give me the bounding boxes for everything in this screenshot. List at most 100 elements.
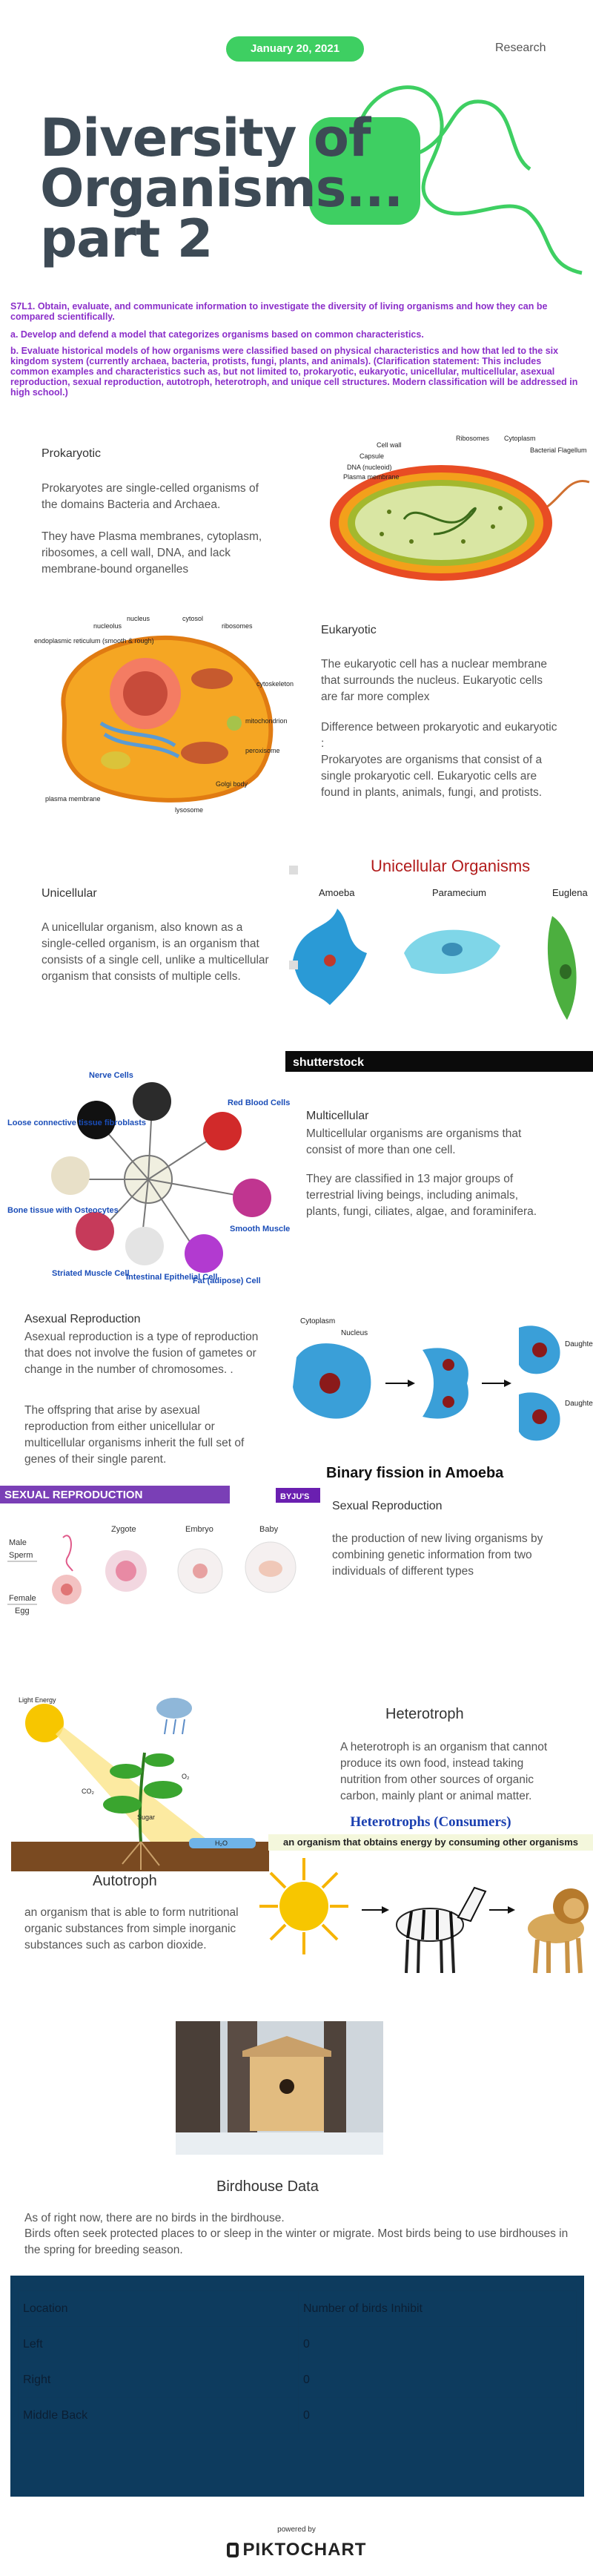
shutterstock-watermark: shutterstock — [293, 1056, 364, 1069]
label-cytosol: cytosol — [182, 615, 203, 622]
standard-b: b. Evaluate historical models of how org… — [10, 346, 578, 398]
label-male: Male — [9, 1538, 27, 1547]
eukaryotic-text-3: Prokaryotes are organisms that consist o… — [321, 754, 543, 799]
multicellular-cells-diagram: Nerve Cells Loose connective tissue fibr… — [7, 1071, 290, 1285]
birdhouse-text-1: As of right now, there are no birds in t… — [24, 2212, 285, 2224]
binary-fission-diagram: Cytoplasm Nucleus Daughter Daughter Bina… — [293, 1317, 593, 1481]
heterotroph-banner-title: Heterotrophs (Consumers) — [350, 1814, 511, 1830]
prokaryotic-cell-diagram: Cell wall Capsule DNA (nucleoid) Plasma … — [330, 435, 590, 581]
label-sugar: Sugar — [137, 1814, 155, 1821]
label-cytoskeleton: cytoskeleton — [256, 680, 294, 688]
label-female: Female — [9, 1594, 36, 1603]
label-loose-connective: Loose connective tissue fibroblasts — [7, 1119, 146, 1127]
label-striated-muscle: Striated Muscle Cell — [52, 1269, 130, 1278]
page-title: Diversity of Organisms... part 2 — [40, 108, 425, 269]
table-header-row: Location Number of birds Inhibit — [18, 2290, 577, 2327]
asexual-text-2: The offspring that arise by asexual repr… — [24, 1404, 245, 1466]
heterotroph-banner-strip: an organism that obtains energy by consu… — [268, 1834, 593, 1851]
label-capsule: Capsule — [360, 452, 384, 460]
euglena-label: Euglena — [552, 887, 588, 898]
label-dna: DNA (nucleoid) — [347, 464, 392, 471]
label-nerve-cells: Nerve Cells — [89, 1071, 133, 1080]
birdhouse-heading: Birdhouse Data — [216, 2178, 319, 2195]
asexual-heading: Asexual Reproduction — [24, 1313, 141, 1325]
prokaryotic-text-1: Prokaryotes are single-celled organisms … — [42, 482, 259, 511]
table-row: Middle Back 0 — [18, 2397, 577, 2434]
label-h2o: H₂O — [215, 1839, 228, 1847]
standard-s7l1: S7L1. Obtain, evaluate, and communicate … — [10, 301, 548, 322]
label-mitochondrion: mitochondrion — [245, 717, 288, 725]
label-co2: CO₂ — [82, 1788, 95, 1795]
label-er: endoplasmic reticulum (smooth & rough) — [34, 637, 154, 645]
research-link[interactable]: Research — [495, 42, 546, 54]
table-cell-count: 0 — [298, 2397, 577, 2434]
label-light-energy: Light Energy — [19, 1696, 56, 1704]
label-daughter-1: Daughter — [565, 1340, 593, 1348]
prokaryotic-text-2: They have Plasma membranes, cytoplasm, r… — [42, 530, 262, 576]
sexual-reproduction-image: SEXUAL REPRODUCTION BYJU'S Male Sperm Zy… — [0, 1486, 330, 1633]
paramecium-label: Paramecium — [432, 887, 486, 898]
label-cytoplasm: Cytoplasm — [504, 435, 536, 442]
powered-by-text: powered by — [277, 2526, 316, 2534]
table-row: Right 0 — [18, 2362, 577, 2398]
standard-a: a. Develop and defend a model that categ… — [10, 329, 424, 340]
title-line-3: part 2 — [40, 208, 213, 269]
autotroph-heading: Autotroph — [93, 1873, 157, 1889]
decorative-green-shape — [309, 85, 583, 275]
multicellular-heading: Multicellular — [306, 1110, 369, 1122]
byjus-logo: BYJU'S — [280, 1492, 309, 1501]
piktochart-logo[interactable]: PIKTOCHART — [0, 2540, 593, 2560]
table-header-location: Location — [18, 2290, 299, 2327]
label-golgi: Golgi body — [216, 780, 248, 788]
sun-zebra-lion-image — [259, 1858, 589, 1974]
label-bone-tissue: Bone tissue with Osteocytes — [7, 1206, 119, 1215]
heterotroph-heading: Heterotroph — [385, 1706, 464, 1722]
sexual-heading: Sexual Reproduction — [332, 1500, 443, 1512]
label-nucleus: nucleus — [127, 615, 150, 622]
autotroph-text: an organism that is able to form nutriti… — [24, 1906, 239, 1951]
multicellular-text-2: They are classified in 13 major groups o… — [306, 1173, 537, 1218]
asexual-text-1: Asexual reproduction is a type of reprod… — [24, 1331, 259, 1376]
label-plasma-membrane: Plasma membrane — [343, 473, 400, 481]
label-sperm: Sperm — [9, 1551, 33, 1560]
birdhouse-text-2: Birds often seek protected places to or … — [24, 2227, 569, 2256]
title-line-1: Diversity of — [40, 108, 371, 168]
unicellular-organisms-image: Unicellular Organisms Amoeba Paramecium … — [285, 849, 593, 1072]
amoeba-label: Amoeba — [319, 887, 355, 898]
eukaryotic-cell-diagram: nucleus cytosol endoplasmic reticulum (s… — [34, 615, 294, 814]
label-embryo: Embryo — [185, 1525, 213, 1534]
table-row: Left 0 — [18, 2326, 577, 2362]
eukaryotic-heading: Eukaryotic — [321, 624, 377, 636]
piktochart-icon — [226, 2543, 239, 2557]
label-eu-plasma-membrane: plasma membrane — [45, 795, 101, 803]
birdhouse-table: Location Number of birds Inhibit Left 0 … — [18, 2290, 577, 2434]
unicellular-image-title: Unicellular Organisms — [371, 857, 530, 875]
label-baby: Baby — [259, 1525, 279, 1534]
label-flagellum: Bacterial Flagellum — [530, 447, 587, 454]
sexual-text: the production of new living organisms b… — [332, 1532, 543, 1578]
label-zygote: Zygote — [111, 1525, 136, 1534]
birdhouse-data-panel: Location Number of birds Inhibit Left 0 … — [10, 2276, 584, 2497]
label-af-cytoplasm: Cytoplasm — [300, 1317, 335, 1325]
label-egg: Egg — [15, 1607, 30, 1615]
label-red-blood-cells: Red Blood Cells — [228, 1098, 290, 1107]
label-smooth-muscle: Smooth Muscle — [230, 1225, 290, 1233]
table-cell-count: 0 — [298, 2362, 577, 2398]
table-header-count: Number of birds Inhibit — [298, 2290, 577, 2327]
label-af-nucleus: Nucleus — [341, 1329, 368, 1337]
eukaryotic-text-2: Difference between prokaryotic and eukar… — [321, 721, 557, 750]
heterotroph-text: A heterotroph is an organism that cannot… — [340, 1741, 548, 1802]
table-cell-location: Left — [18, 2326, 299, 2362]
label-intestinal: Intestinal Epithelial Cell — [126, 1273, 217, 1282]
label-ribosomes: Ribosomes — [456, 435, 490, 442]
table-cell-location: Right — [18, 2362, 299, 2398]
prokaryotic-heading: Prokaryotic — [42, 447, 102, 460]
label-daughter-2: Daughter — [565, 1400, 593, 1408]
label-cell-wall: Cell wall — [377, 441, 402, 449]
sexual-banner-text: SEXUAL REPRODUCTION — [4, 1489, 142, 1501]
unicellular-heading: Unicellular — [42, 887, 97, 900]
unicellular-text: A unicellular organism, also known as a … — [42, 921, 269, 983]
title-line-2: Organisms... — [40, 158, 403, 219]
multicellular-text-1: Multicellular organisms are organisms th… — [306, 1127, 522, 1156]
label-nucleolus: nucleolus — [93, 622, 122, 630]
